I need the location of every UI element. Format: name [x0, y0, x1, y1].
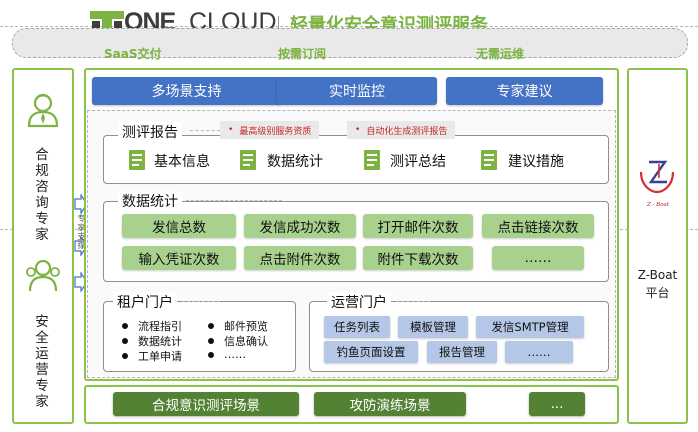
- tenant-item-process-guide: 流程指引: [122, 318, 182, 334]
- stat-attachment-clicked: 点击附件次数: [244, 246, 356, 270]
- guide-line-top: [0, 26, 698, 27]
- expert-support-label: 专家支撑: [77, 214, 86, 250]
- ops-phishing-page-settings: 钓鱼页面设置: [324, 341, 418, 363]
- scene-compliance-awareness: 合规意识测评场景: [113, 392, 299, 416]
- document-icon: [129, 150, 145, 170]
- feature-realtime-monitor: 实时监控: [277, 77, 437, 105]
- stat-attachment-downloaded: 附件下载次数: [363, 246, 473, 270]
- stats-title-dash: [186, 200, 282, 201]
- saas-item-no-maintenance: 无需运维: [476, 47, 525, 61]
- right-platform-panel: [627, 68, 688, 424]
- report-tag-qualification: •最高级别服务资质: [220, 121, 320, 139]
- tenant-title-dash: [182, 301, 220, 302]
- report-title-dash: [190, 130, 220, 131]
- brand-divider: [278, 16, 279, 32]
- document-icon: [240, 150, 256, 170]
- tenant-portal-title: 租户门户: [113, 292, 177, 312]
- operations-expert-icon: [26, 259, 60, 292]
- tenant-item-ticket-request: 工单申请: [122, 348, 182, 364]
- tenant-item-info-confirm: 信息确认: [208, 333, 268, 349]
- stats-section-title: 数据统计: [118, 191, 182, 211]
- stat-mail-opened: 打开邮件次数: [363, 214, 473, 238]
- zboat-logo-text: Z - Boat: [646, 202, 670, 208]
- saas-band: [12, 28, 688, 58]
- report-item-recommendations: 建议措施: [508, 154, 564, 170]
- tenant-item-data-statistics: 数据统计: [122, 333, 182, 349]
- report-tag-auto-generation: •自动化生成测评报告: [347, 121, 456, 139]
- compliance-expert-label: 合规咨询专家: [35, 147, 49, 243]
- zboat-logo-icon: [639, 160, 675, 194]
- operations-expert-label: 安全运营专家: [35, 314, 49, 410]
- platform-label-line2: 平台: [645, 286, 670, 300]
- stat-total-sent: 发信总数: [122, 214, 236, 238]
- feature-expert-advice: 专家建议: [446, 77, 603, 105]
- report-item-summary: 测评总结: [390, 154, 446, 170]
- report-item-basic-info: 基本信息: [154, 154, 210, 170]
- platform-label-line1: Z-Boat: [637, 268, 678, 282]
- ops-task-list: 任务列表: [324, 316, 390, 338]
- document-icon: [364, 150, 380, 170]
- scene-more: ...: [529, 392, 585, 416]
- ops-more: ……: [505, 341, 573, 363]
- stat-more: ……: [492, 246, 584, 270]
- ops-title-dash: [396, 301, 430, 302]
- stat-credential-input: 输入凭证次数: [122, 246, 236, 270]
- compliance-expert-icon: [27, 93, 59, 128]
- document-icon: [481, 150, 497, 170]
- ops-smtp-management: 发信SMTP管理: [476, 316, 584, 338]
- report-item-statistics: 数据统计: [267, 154, 323, 170]
- saas-item-delivery: SaaS交付: [104, 47, 162, 61]
- stat-link-clicked: 点击链接次数: [482, 214, 594, 238]
- ops-template-management: 模板管理: [398, 316, 468, 338]
- left-expert-panel: [12, 68, 74, 424]
- feature-multi-scenario: 多场景支持: [92, 77, 281, 105]
- report-section-title: 测评报告: [118, 122, 182, 142]
- stat-success-sent: 发信成功次数: [244, 214, 356, 238]
- tenant-item-mail-preview: 邮件预览: [208, 318, 268, 334]
- ops-report-management: 报告管理: [427, 341, 497, 363]
- scene-attack-defense-drill: 攻防演练场景: [314, 392, 466, 416]
- ops-portal-title: 运营门户: [327, 292, 391, 312]
- saas-item-subscription: 按需订阅: [278, 47, 327, 61]
- tenant-item-more: ……: [208, 348, 246, 361]
